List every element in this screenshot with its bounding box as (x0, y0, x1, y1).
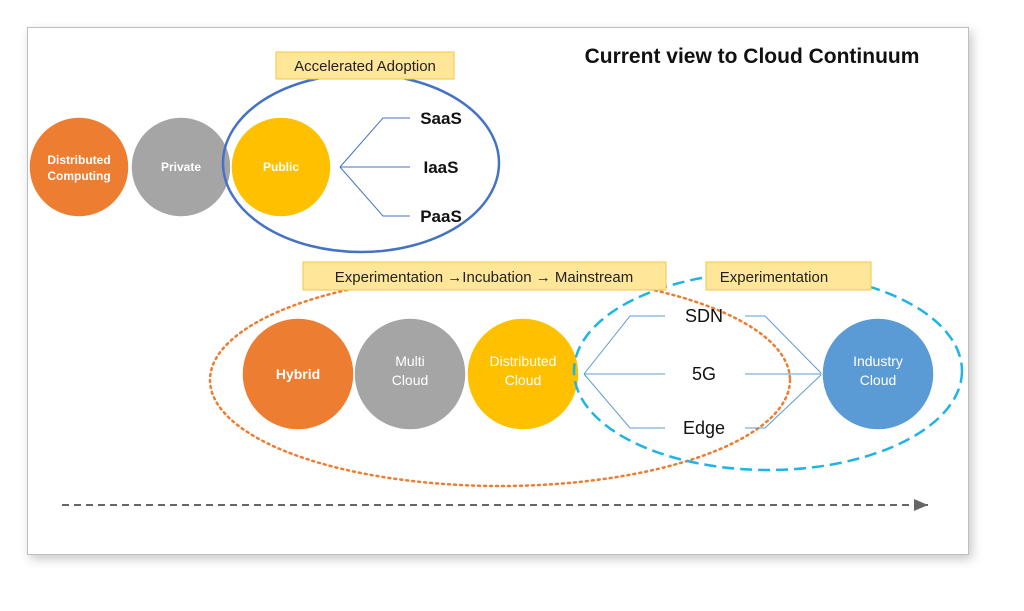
tag-label: Experimentation →Incubation → Mainstream (335, 269, 633, 286)
branch-line-sdn (583, 315, 665, 375)
merge-line-edge (745, 373, 823, 429)
tag-label: Experimentation (720, 269, 828, 286)
circle-industry-cloud: Industry Cloud (821, 317, 935, 431)
circle-private: Private (130, 116, 232, 218)
branch-line-edge (583, 373, 665, 429)
circle-label-line2: Computing (47, 169, 110, 183)
branch-label-edge: Edge (683, 418, 725, 438)
branch-label-sdn: SDN (685, 306, 723, 326)
circle-hybrid: Hybrid (241, 317, 355, 431)
branch-label-saas: SaaS (420, 109, 462, 128)
circle-label-line1: Distributed (490, 353, 557, 369)
branch-label-iaas: IaaS (424, 158, 459, 177)
circle-label-line1: Industry (853, 353, 903, 369)
circle-multi-cloud: Multi Cloud (353, 317, 467, 431)
circle-label-line2: Cloud (860, 372, 897, 388)
circle-label-line1: Hybrid (276, 366, 320, 382)
top-branch-lines (339, 117, 410, 217)
tag-experimentation-incubation-mainstream: Experimentation →Incubation → Mainstream (302, 261, 667, 291)
circle-public: Public (230, 116, 332, 218)
tag-label: Accelerated Adoption (294, 58, 436, 75)
merge-line-sdn (745, 315, 823, 375)
circle-distributed-computing: Distributed Computing (28, 116, 130, 218)
branch-line-saas (339, 117, 410, 168)
circle-label-line1: Multi (395, 353, 425, 369)
circle-label-line1: Public (263, 160, 299, 174)
branch-line-paas (339, 166, 410, 217)
branch-label-paas: PaaS (420, 207, 462, 226)
tag-accelerated-adoption: Accelerated Adoption (275, 51, 455, 80)
circle-label-line2: Cloud (392, 372, 429, 388)
bottom-branch-lines (583, 315, 823, 429)
tag-experimentation: Experimentation (705, 261, 872, 291)
circle-distributed-cloud: Distributed Cloud (466, 317, 580, 431)
circle-label-line2: Cloud (505, 372, 542, 388)
branch-label-5g: 5G (692, 364, 716, 384)
circle-label-line1: Private (161, 160, 201, 174)
circle-label-line1: Distributed (47, 153, 110, 167)
page-title: Current view to Cloud Continuum (585, 45, 920, 68)
